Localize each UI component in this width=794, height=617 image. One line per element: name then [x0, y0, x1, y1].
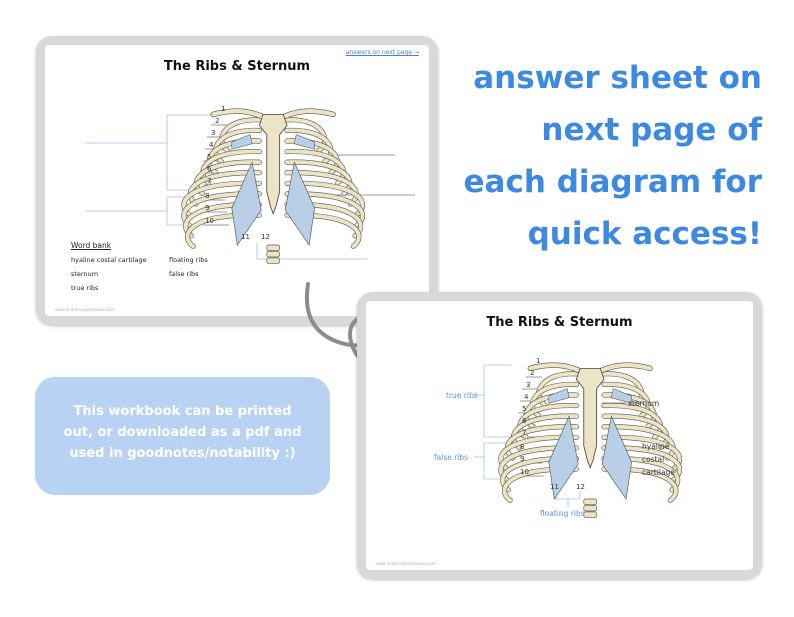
- sternum-bone: [258, 113, 288, 215]
- cartilage-right-top: [294, 134, 315, 150]
- word-bank-item: sternum: [71, 270, 99, 278]
- rib-right-fill: [602, 424, 676, 460]
- vertebra: [266, 251, 280, 258]
- headline-line: each diagram for: [463, 164, 762, 200]
- label-hyaline: hyaline: [642, 442, 670, 451]
- info-card-line: used in goodnotes/notability :): [69, 446, 296, 461]
- rib-number: 8: [520, 443, 524, 451]
- rib-number: 10: [520, 468, 529, 476]
- headline-line: next page of: [541, 112, 762, 148]
- rib-number: 3: [526, 381, 530, 389]
- sternum-bone: [575, 367, 605, 469]
- rib-number: 2: [530, 369, 534, 377]
- rib-number: 3: [211, 129, 215, 137]
- answers-link[interactable]: answers on next page →: [345, 49, 419, 56]
- word-bank-item: hyaline costal cartilage: [71, 256, 147, 264]
- rib-number: 5: [207, 153, 211, 161]
- rib-number: 1: [221, 105, 225, 113]
- headline: answer sheet on next page of each diagra…: [456, 52, 762, 260]
- label-sternum: sternum: [628, 399, 659, 408]
- rib-number: 4: [209, 141, 214, 149]
- worksheet-footer: www.anatomyworkbooks.com: [55, 307, 115, 312]
- cartilage-left: [548, 415, 579, 500]
- answer-sheet-tablet: The Ribs & Sternum: [357, 292, 762, 579]
- rib-number: 10: [205, 217, 214, 225]
- worksheet-screen: answers on next page → The Ribs & Sternu…: [45, 45, 429, 316]
- cartilage-left: [231, 161, 262, 246]
- rib-number: 2: [215, 117, 219, 125]
- vertebra: [583, 511, 597, 518]
- rib-number: 11: [241, 233, 250, 241]
- vertebra: [266, 244, 280, 251]
- clavicle-left-fill: [211, 109, 264, 119]
- answer-sheet-title: The Ribs & Sternum: [486, 315, 633, 330]
- info-card: This workbook can be printed out, or dow…: [35, 377, 330, 495]
- cartilage-right: [601, 415, 632, 500]
- info-card-line: out, or downloaded as a pdf and: [63, 425, 302, 440]
- headline-line: answer sheet on: [473, 60, 762, 96]
- rib-number: 5: [522, 405, 526, 413]
- rib-number: 9: [520, 455, 524, 463]
- answer-brackets: [474, 364, 581, 507]
- label-costal: costal: [642, 455, 664, 464]
- label-floating-ribs: floating ribs: [540, 509, 585, 518]
- rib-number: 12: [261, 233, 270, 241]
- info-card-line: This workbook can be printed: [73, 404, 292, 419]
- rib-number: 11: [550, 483, 559, 491]
- answer-sheet-screen: The Ribs & Sternum: [366, 301, 753, 570]
- word-bank-item: false ribs: [169, 270, 199, 278]
- word-bank-item: true ribs: [71, 284, 99, 292]
- vertebra: [266, 257, 280, 264]
- headline-line: quick access!: [527, 216, 762, 252]
- word-bank: Word bank hyaline costal cartilage float…: [71, 241, 249, 292]
- worksheet-tablet: answers on next page → The Ribs & Sternu…: [36, 36, 438, 325]
- vertebra: [583, 505, 597, 512]
- worksheet-title: The Ribs & Sternum: [163, 59, 311, 74]
- cartilage-left-top: [548, 388, 570, 404]
- label-false-ribs: false ribs: [434, 453, 468, 462]
- clavicle-left-fill: [528, 363, 581, 373]
- clavicle-right-fill: [600, 363, 653, 373]
- rib-number: 12: [576, 483, 585, 491]
- rib-number: 8: [205, 192, 209, 200]
- cartilage-right: [284, 161, 315, 246]
- rib-number: 9: [205, 204, 209, 212]
- answer-sheet-footer: www.anatomyworkbooks.com: [376, 561, 436, 566]
- rib-number: 7: [522, 429, 526, 437]
- cartilage-right-top: [611, 388, 632, 404]
- rib-number: 1: [536, 357, 540, 365]
- word-bank-item: floating ribs: [169, 256, 208, 264]
- cartilage-left-top: [231, 134, 253, 150]
- clavicle-right-fill: [283, 109, 336, 119]
- rib-left-fill: [505, 424, 579, 460]
- label-true-ribs: true ribs: [446, 391, 478, 400]
- rib-number: 6: [207, 165, 212, 173]
- vertebra: [583, 498, 597, 505]
- rib-right-fill: [285, 170, 359, 206]
- label-cartilage: cartilage: [642, 468, 675, 477]
- rib-left-fill: [188, 170, 262, 206]
- word-bank-title: Word bank: [71, 241, 112, 250]
- rib-number: 6: [522, 417, 527, 425]
- rib-number: 7: [207, 177, 211, 185]
- rib-number: 4: [524, 393, 529, 401]
